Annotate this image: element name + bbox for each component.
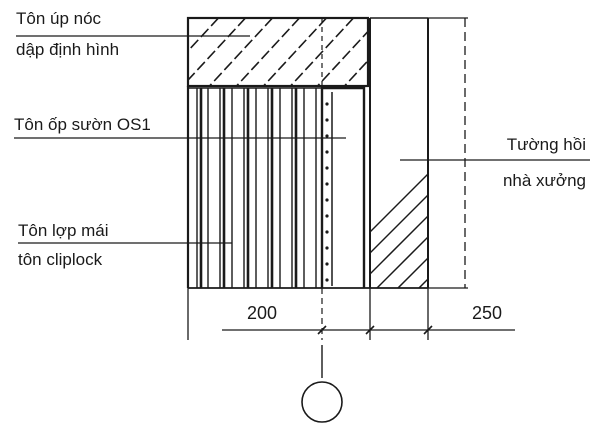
hatch-line	[393, 12, 467, 92]
hatch-line	[447, 12, 521, 92]
label-ridge-cap-line1: Tôn úp nóc	[16, 9, 102, 28]
fastener-dot	[325, 102, 329, 106]
fastener-dot	[325, 262, 329, 266]
ridge-cap-hatch	[188, 12, 575, 92]
hatch-line	[235, 18, 301, 86]
label-side-flashing: Tôn ốp sườn OS1	[14, 115, 151, 134]
hatch-line	[370, 193, 428, 255]
ridge-cap-block	[186, 12, 575, 92]
hatch-line	[316, 30, 368, 86]
hatch-line	[474, 12, 548, 92]
side-flashing-os1	[320, 86, 366, 288]
flashing-fastener-dots	[325, 102, 329, 282]
fastener-dot	[325, 134, 329, 138]
label-roof-sheet-line1: Tôn lợp mái	[18, 221, 109, 240]
fastener-dot	[325, 182, 329, 186]
dimension-left: 200	[247, 303, 277, 323]
fastener-dot	[325, 166, 329, 170]
fastener-dot	[325, 118, 329, 122]
leader-lines	[14, 35, 590, 244]
fastener-dot	[325, 198, 329, 202]
cliplock-roof-sheets	[186, 86, 428, 289]
gable-wall-block	[369, 17, 429, 288]
hatch-line	[370, 214, 428, 276]
label-gable-wall-line2: nhà xưởng	[503, 171, 586, 190]
hatch-line	[188, 18, 247, 82]
dimension-chain	[187, 288, 515, 340]
fastener-dot	[325, 150, 329, 154]
label-gable-wall-line1: Tường hồi	[507, 135, 586, 154]
fastener-dot	[325, 246, 329, 250]
label-ridge-cap-line2: dập định hình	[16, 40, 119, 59]
hatch-line	[289, 18, 355, 86]
label-roof-sheet-line2: tôn cliplock	[18, 250, 103, 269]
fastener-dot	[325, 230, 329, 234]
hatch-line	[375, 235, 428, 288]
grid-axis-bubble	[301, 381, 343, 423]
hatch-line	[188, 18, 220, 53]
hatch-line	[420, 12, 494, 92]
hatch-line	[208, 18, 274, 86]
fastener-dot	[325, 278, 329, 282]
fastener-dot	[325, 214, 329, 218]
hatch-line	[343, 59, 368, 86]
hatch-line	[501, 12, 575, 92]
dimension-right: 250	[472, 303, 502, 323]
roof-sheet-ribs	[188, 87, 322, 288]
reference-lines	[321, 17, 468, 378]
hatch-line	[262, 18, 328, 86]
gable-wall-hatch	[370, 172, 428, 288]
